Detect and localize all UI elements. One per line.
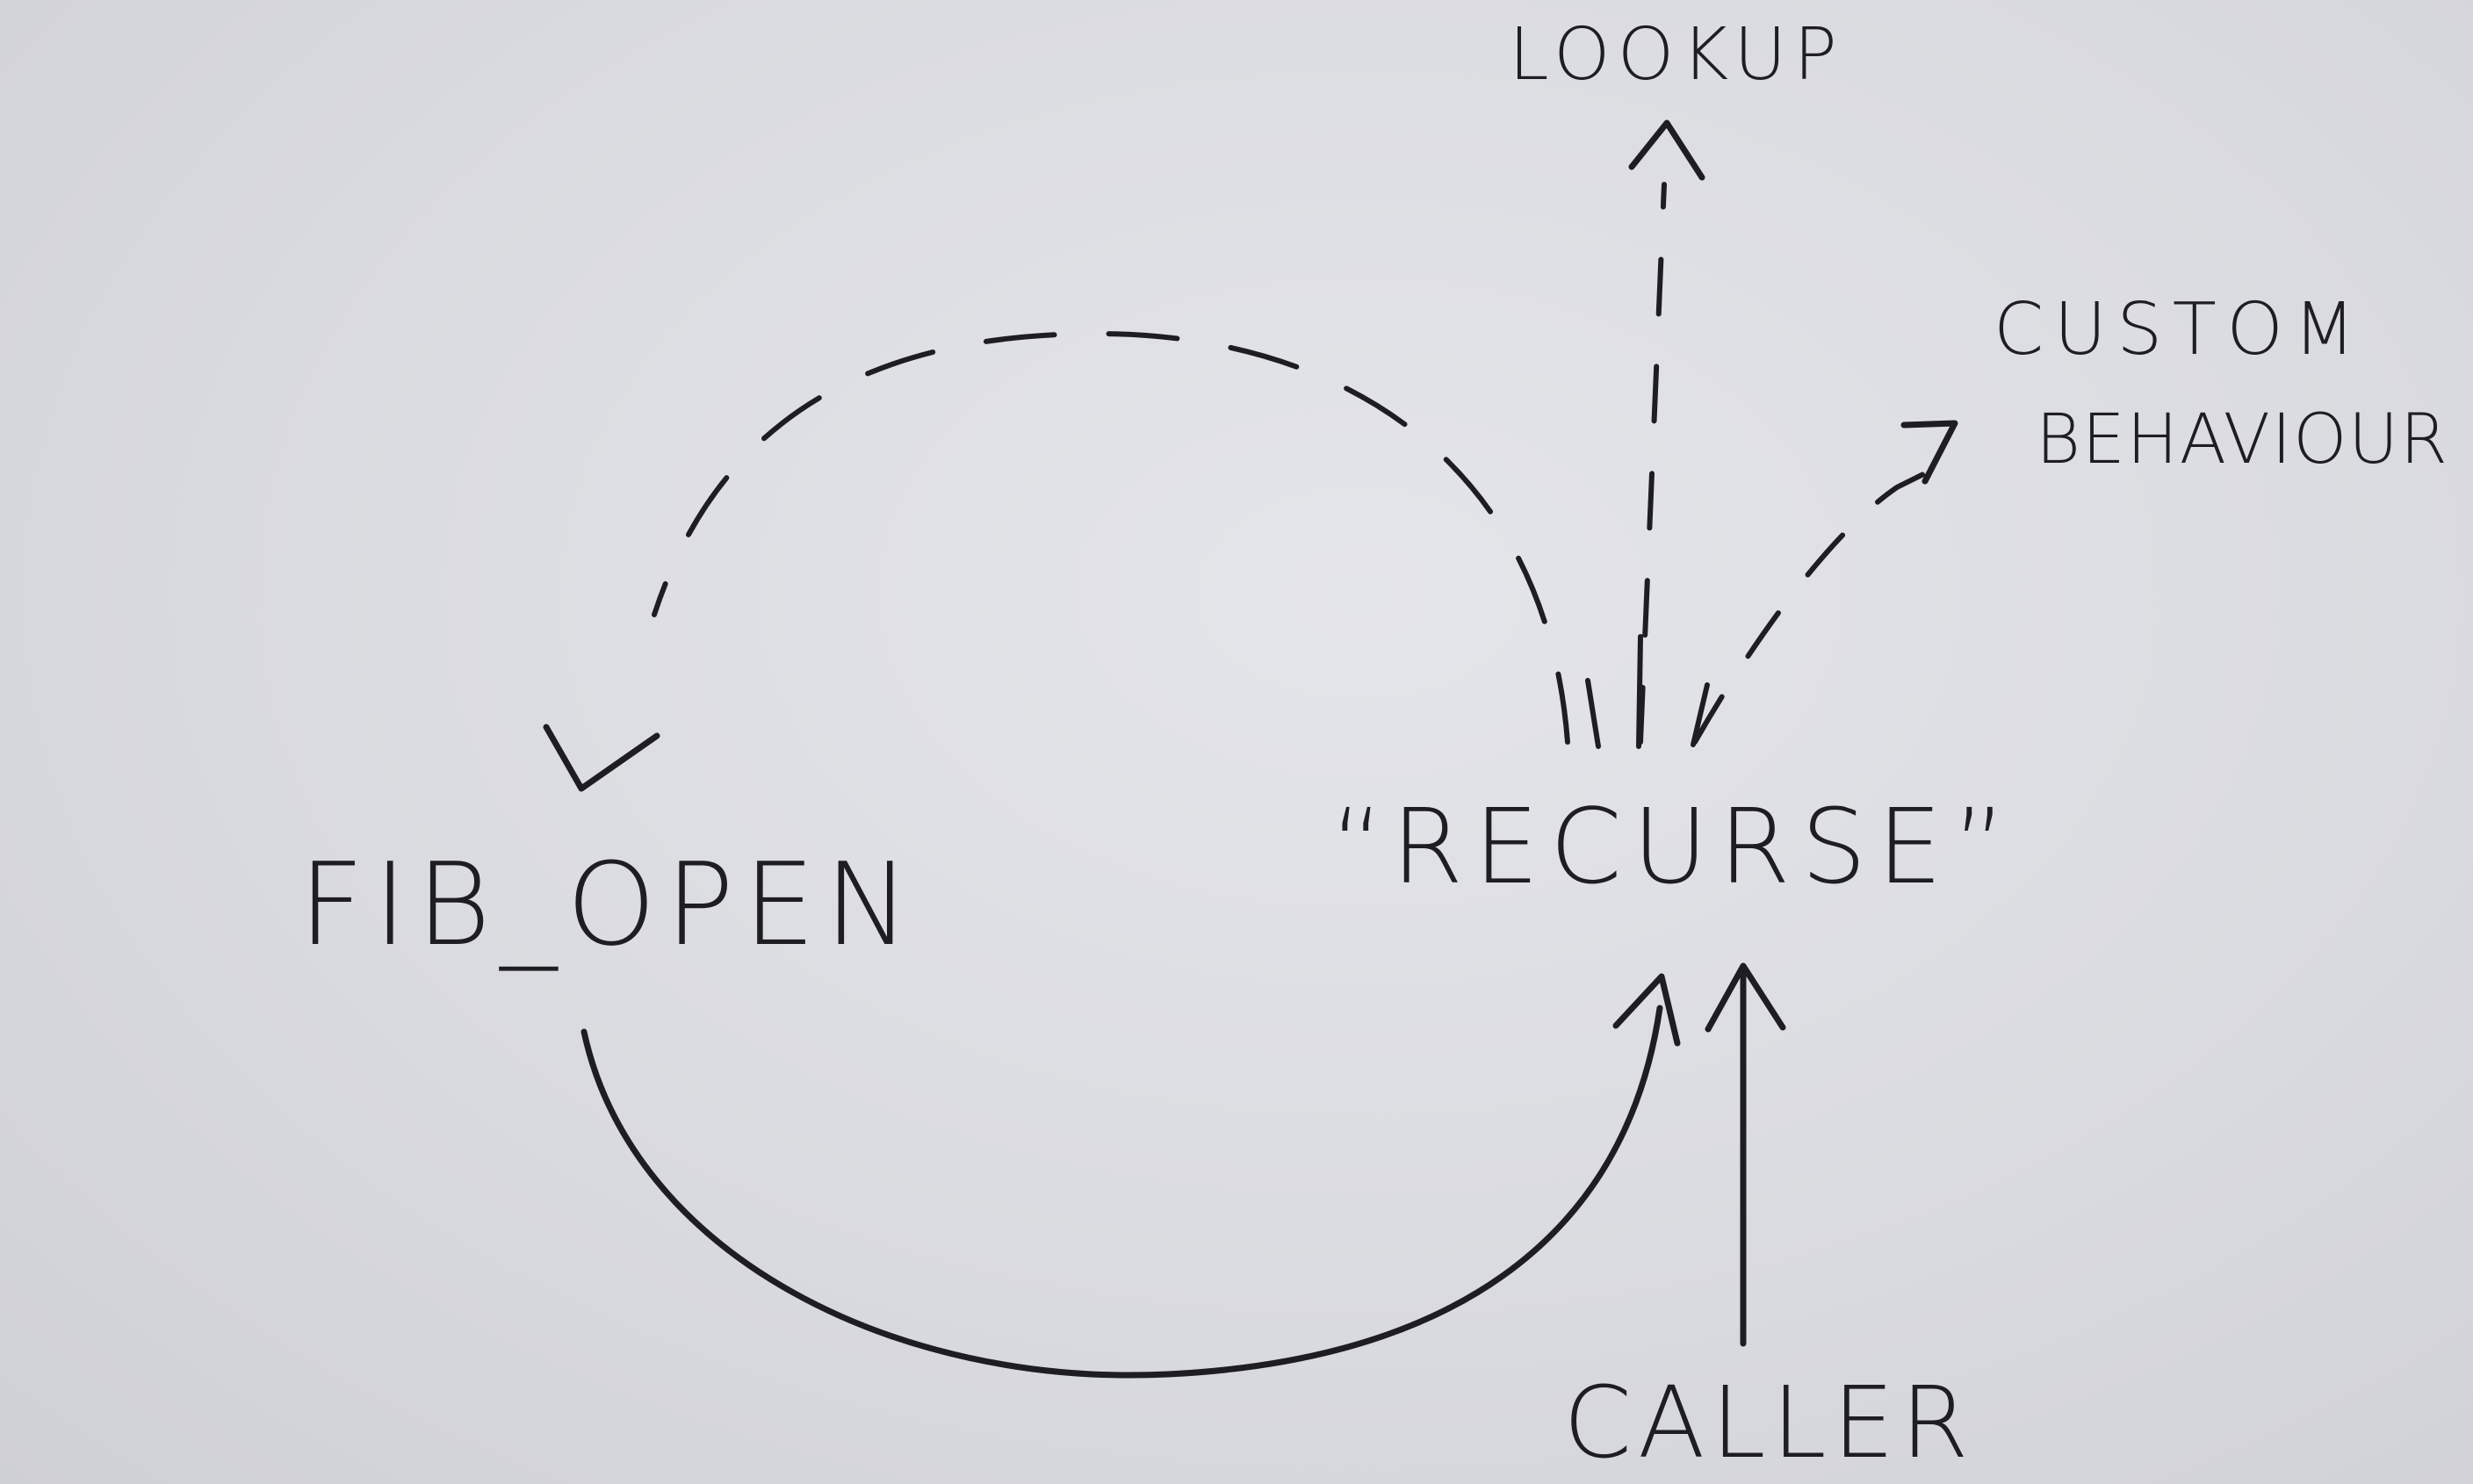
node-custom: CUSTOM [1994, 288, 2366, 371]
fan-stroke-2 [1636, 634, 1643, 749]
fan-stroke-1 [1585, 678, 1601, 749]
node-lookup: LOOKUP [1509, 13, 1845, 97]
node-fib-open: FIB_OPEN [299, 838, 919, 971]
edge-fibopen-to-recurse [580, 1005, 1663, 1379]
arrowhead-loop [1612, 973, 1681, 1047]
arrowhead-fibopen [543, 724, 660, 792]
node-behaviour: BEHAVIOUR [2036, 400, 2449, 479]
node-recurse: “RECURSE” [1330, 786, 2017, 907]
edge-recurse-to-custom [1692, 463, 1943, 745]
arrowhead-caller [1705, 962, 1786, 1033]
edge-recurse-to-lookup [1638, 182, 1667, 745]
fan-stroke-3 [1691, 682, 1710, 747]
edge-recurse-to-fibopen [652, 331, 1570, 745]
arrowhead-custom [1900, 420, 1958, 485]
node-caller: CALLER [1563, 1366, 1975, 1480]
arrowhead-lookup [1628, 119, 1705, 181]
